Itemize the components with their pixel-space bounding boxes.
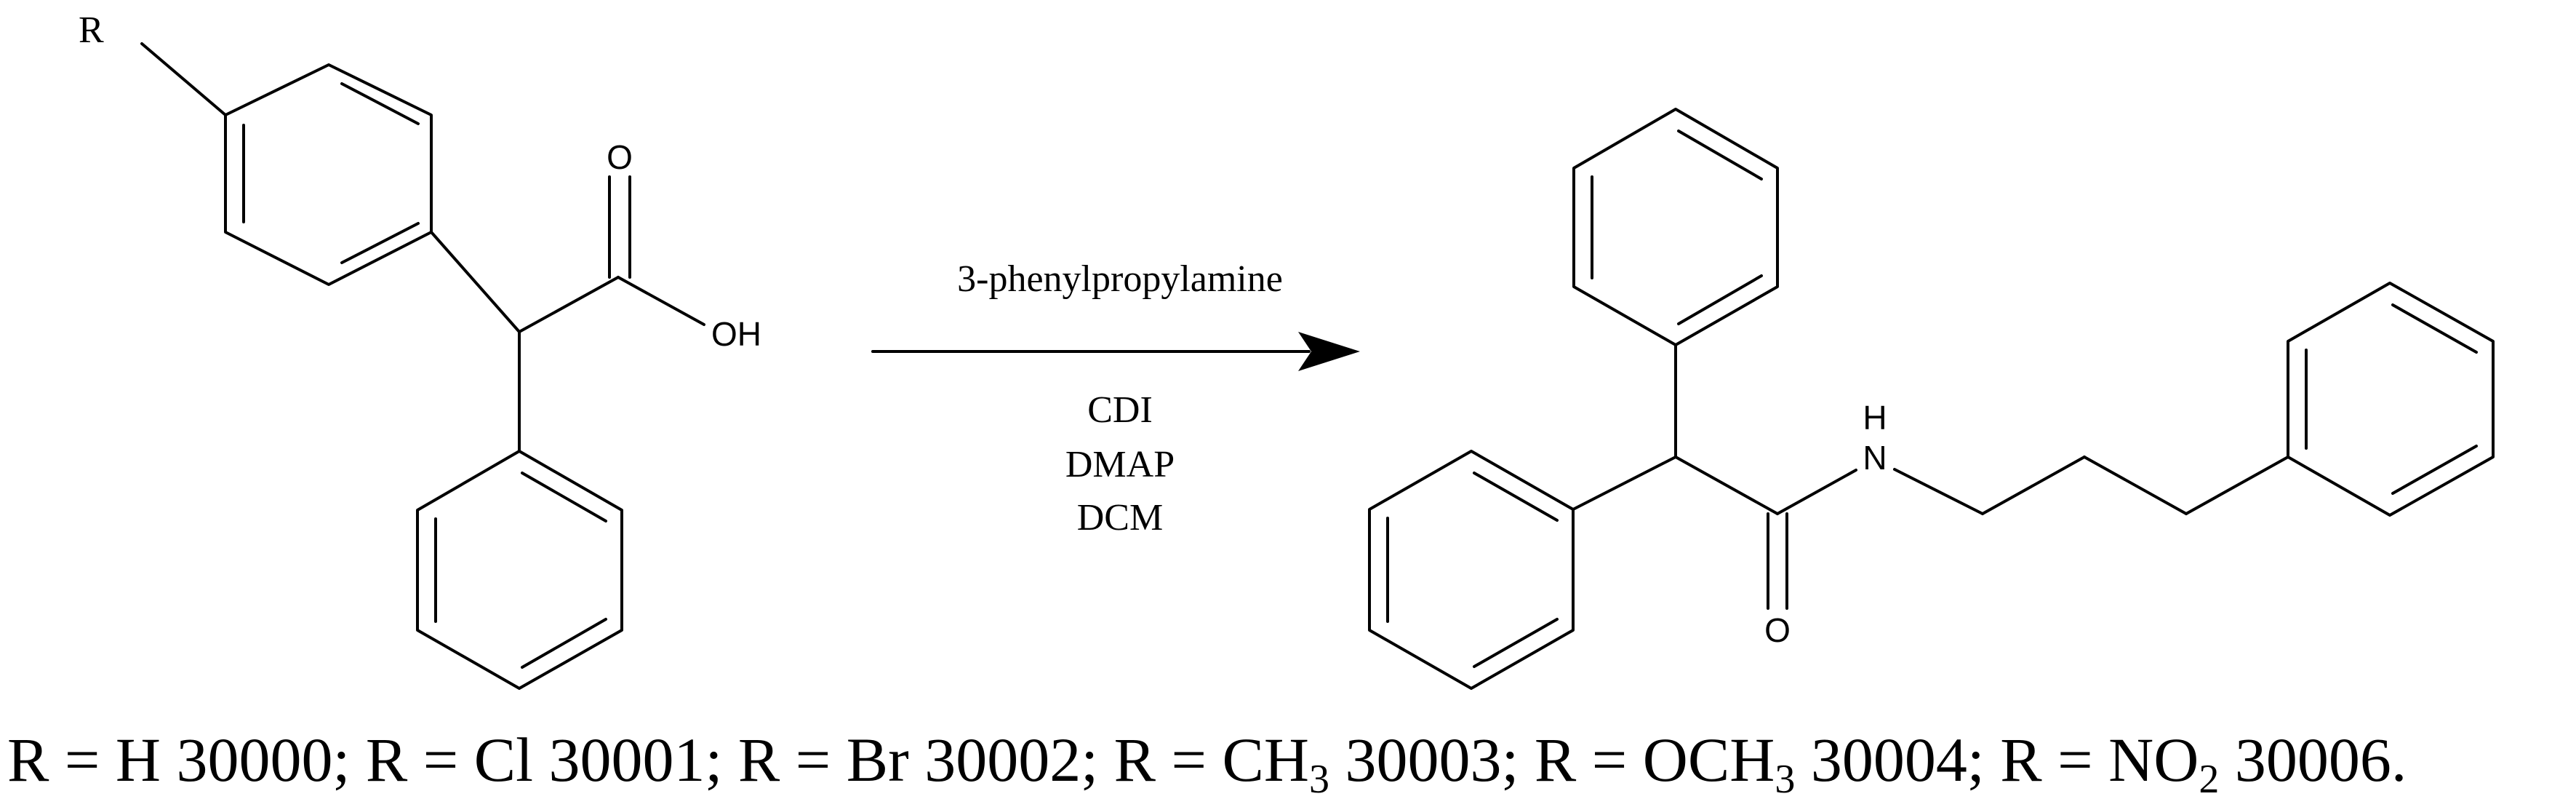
caption-item-br: R = Br 30002; xyxy=(738,725,1114,795)
reagent-above-arrow: 3-phenylpropylamine xyxy=(957,258,1283,300)
propyl-chain-bond-4 xyxy=(2185,456,2289,515)
reagent-dcm: DCM xyxy=(1077,497,1163,538)
phenyl-ring xyxy=(416,450,623,690)
ring-to-ch-bond xyxy=(430,231,521,333)
caption-item-ch3: R = CH xyxy=(1114,725,1309,795)
propyl-chain-bond-2 xyxy=(1981,456,2086,515)
propyl-chain-bond-3 xyxy=(2083,456,2188,515)
propyl-chain-bond-1 xyxy=(1893,468,1984,515)
c-oh-bond xyxy=(617,276,705,326)
caption-item-ch3-suffix: 30003; xyxy=(1329,725,1535,795)
product-phenyl-ring-left xyxy=(1368,450,1575,690)
product-amide-cn-bond xyxy=(1776,469,1857,515)
product-structure: O H N xyxy=(1368,108,2495,690)
reactant-carbonyl-oxygen: O xyxy=(607,138,633,176)
caption-item-h: R = H 30000; xyxy=(7,725,366,795)
substituent-caption: R = H 30000; R = Cl 30001; R = Br 30002;… xyxy=(7,725,2407,802)
ch-to-carboxyl-bond xyxy=(518,276,620,333)
reaction-arrow-head xyxy=(1298,332,1360,371)
reaction-arrow-group: 3-phenylpropylamine CDI DMAP DCM xyxy=(871,258,1360,538)
product-carbonyl-oxygen: O xyxy=(1764,611,1791,649)
product-phenyl-ring-right xyxy=(2287,282,2495,517)
caption-item-och3-suffix: 30004; xyxy=(1795,725,2000,795)
caption-item-ch3-sub: 3 xyxy=(1309,757,1329,802)
substituted-phenyl-ring xyxy=(224,63,433,286)
r-bond xyxy=(140,42,227,116)
reactant-structure: R O OH xyxy=(79,9,761,690)
reagent-dmap: DMAP xyxy=(1065,444,1175,485)
caption-item-och3: R = OCH xyxy=(1535,725,1775,795)
reagent-cdi: CDI xyxy=(1087,389,1153,431)
product-left-ring-bond xyxy=(1572,456,1677,511)
reactant-hydroxyl: OH xyxy=(711,315,761,353)
product-ch-to-amide-bond xyxy=(1674,456,1779,515)
product-nitrogen: N xyxy=(1863,439,1887,477)
caption-item-och3-sub: 3 xyxy=(1775,757,1795,802)
product-phenyl-ring-top xyxy=(1572,108,1779,346)
product-nitrogen-h: H xyxy=(1863,399,1887,437)
caption-item-no2-sub: 2 xyxy=(2199,757,2219,802)
r-substituent-label: R xyxy=(79,9,104,51)
caption-item-no2-suffix: 30006. xyxy=(2219,725,2407,795)
caption-item-no2: R = NO xyxy=(2000,725,2199,795)
caption-item-cl: R = Cl 30001; xyxy=(366,725,738,795)
